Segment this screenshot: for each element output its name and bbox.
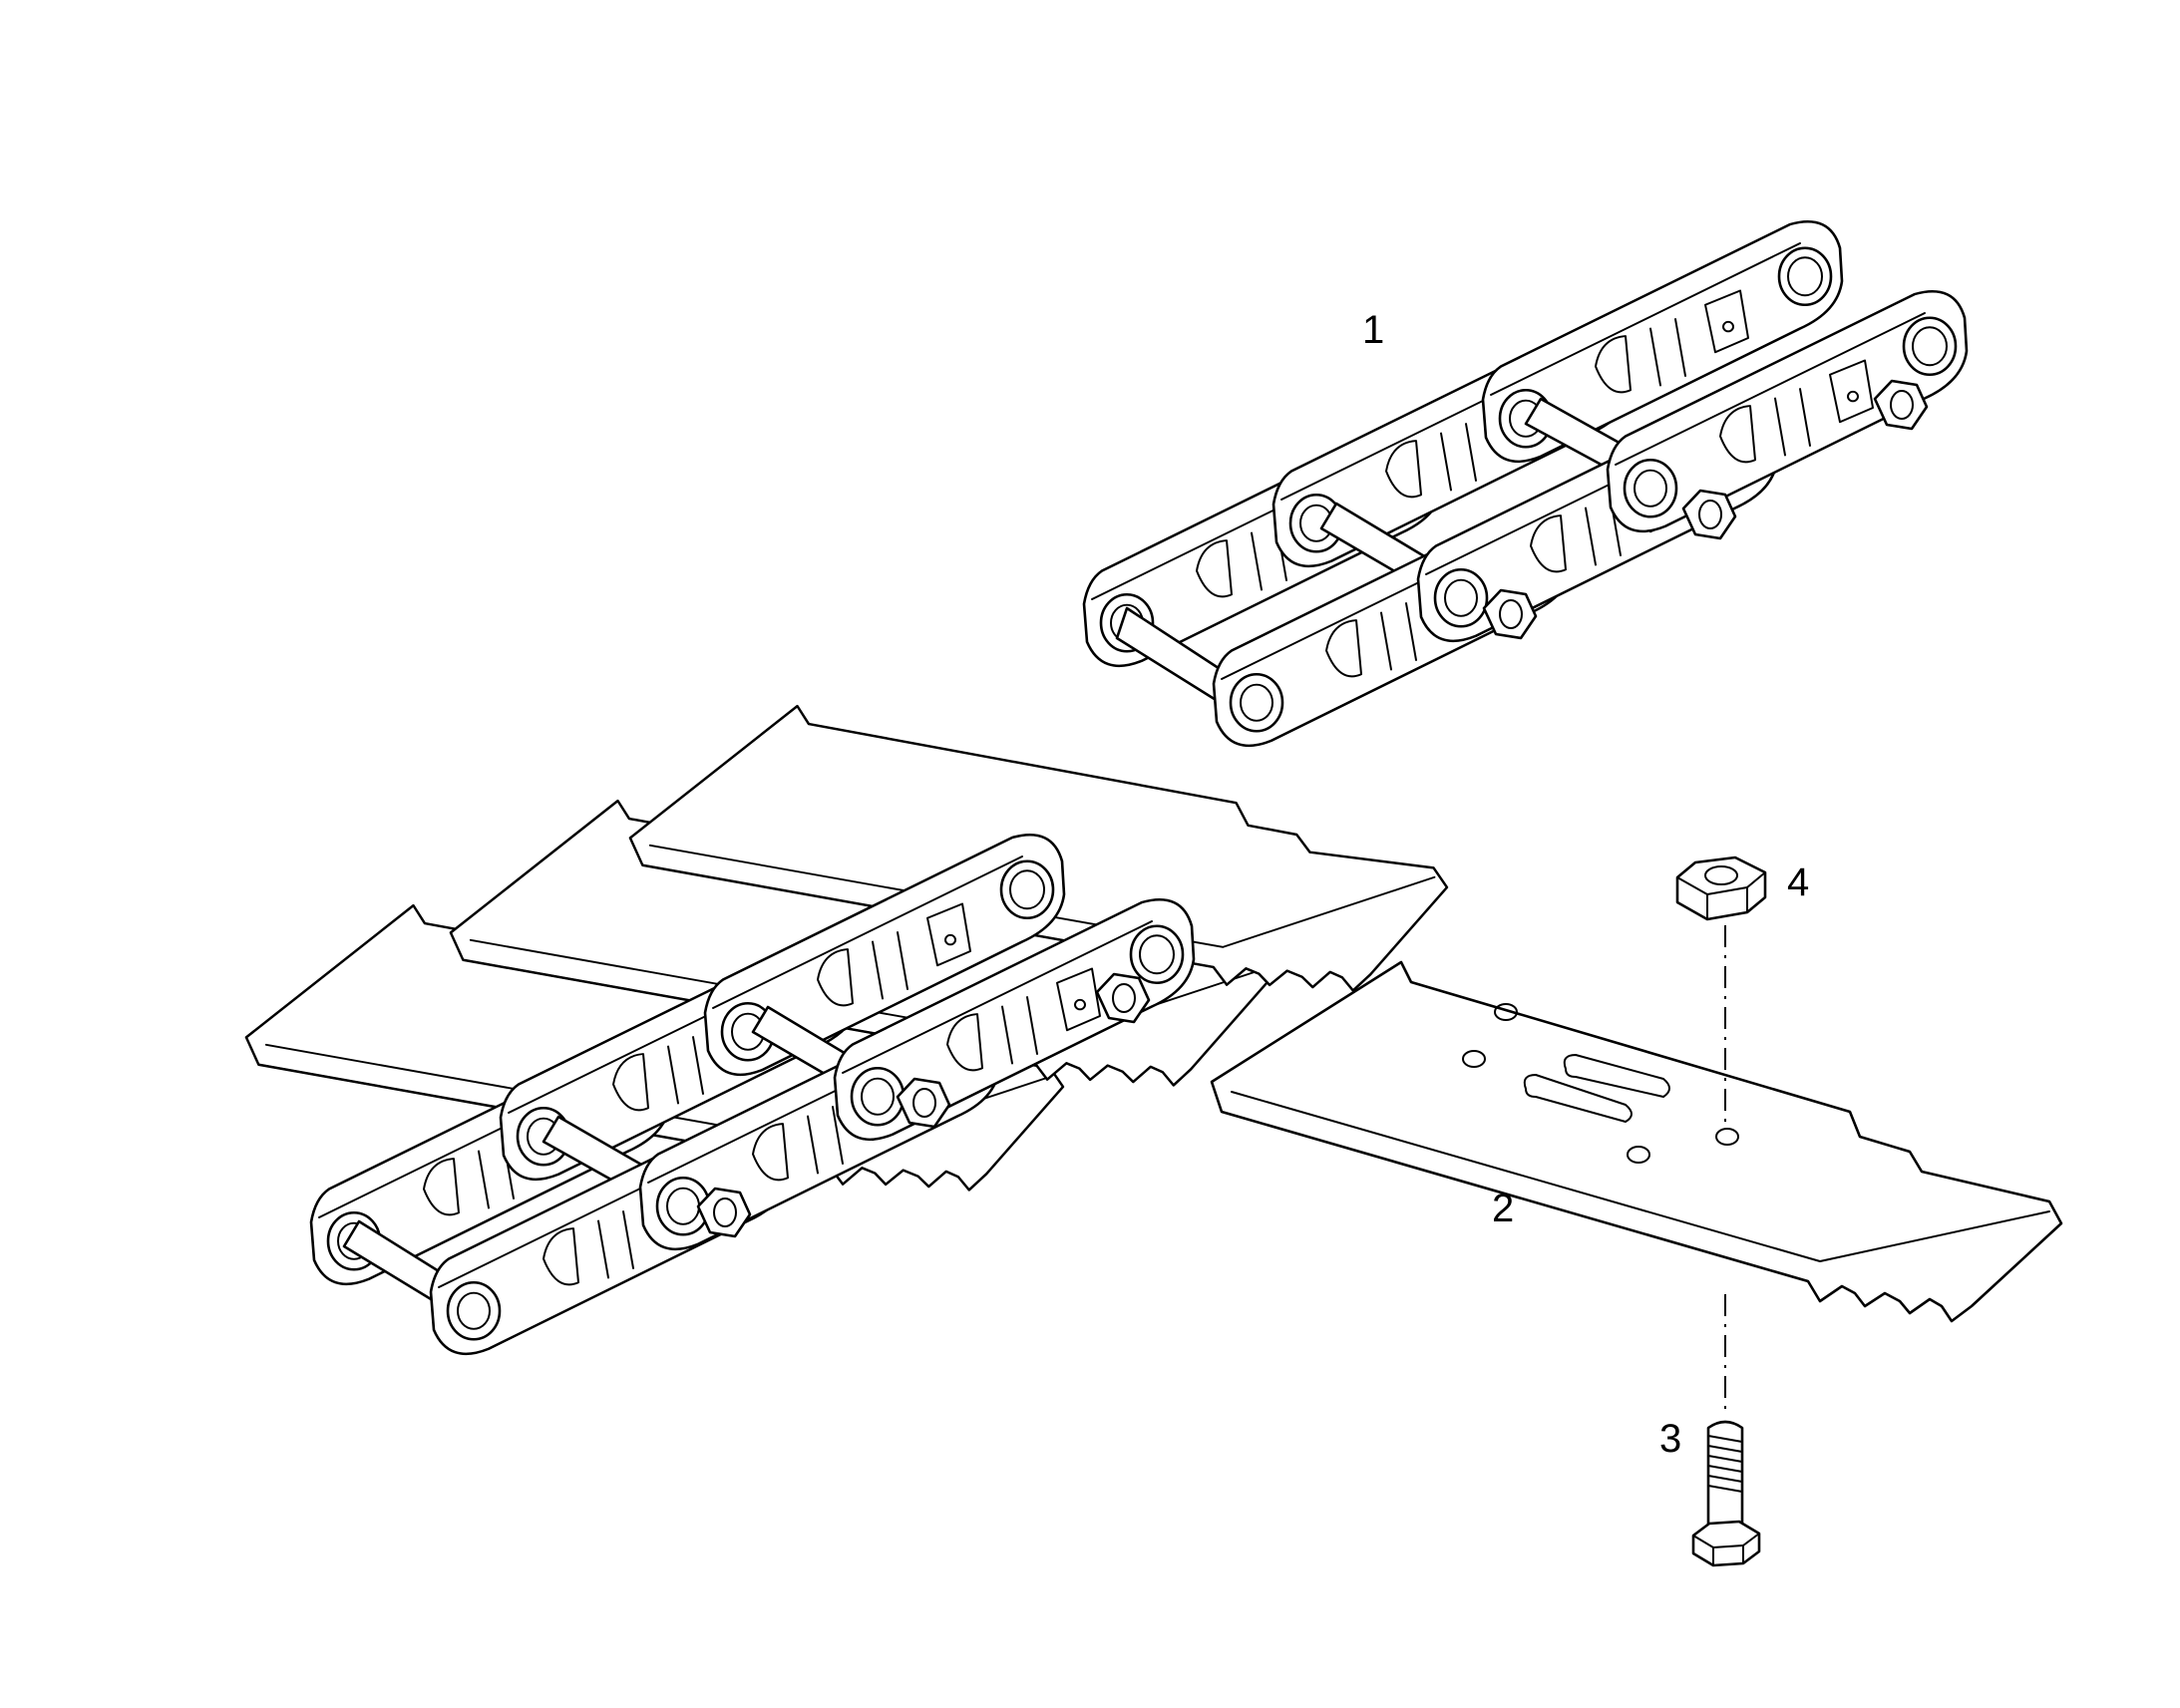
track-shoe xyxy=(1210,960,2063,1323)
nut xyxy=(1675,855,1767,921)
bolt xyxy=(1691,1420,1761,1567)
track-assembly-with-shoes xyxy=(232,639,1458,1356)
track-chain-assembly xyxy=(1082,219,1969,748)
callout-1: 1 xyxy=(1362,308,1384,352)
callout-3: 3 xyxy=(1659,1417,1681,1461)
callout-2: 2 xyxy=(1492,1187,1514,1230)
callout-4: 4 xyxy=(1787,860,1809,904)
